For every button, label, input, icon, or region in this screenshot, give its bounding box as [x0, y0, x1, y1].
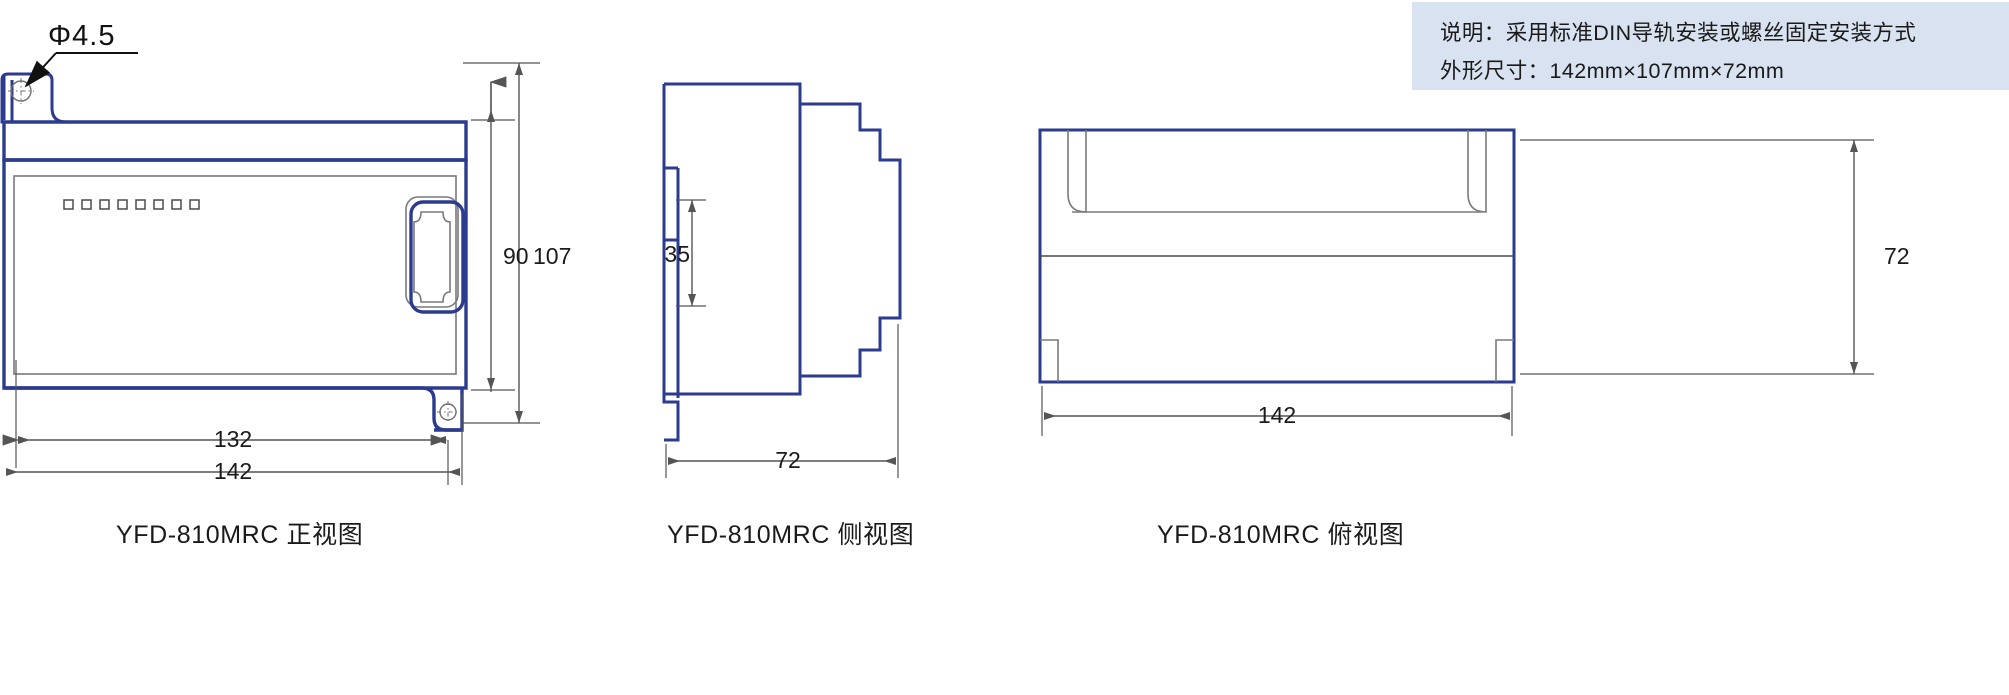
connector-keyed-opening [413, 211, 451, 303]
front-view-group [0, 52, 540, 485]
specification-note-box: 说明：采用标准DIN导轨安装或螺丝固定安装方式 外形尺寸：142mm×107mm… [1412, 2, 2009, 90]
front-main-body [2, 158, 468, 390]
led-indicator-row [63, 199, 200, 210]
front-upper-band [2, 120, 468, 162]
dimension-label-front-132: 132 [214, 426, 252, 452]
dimension-front-142 [6, 468, 460, 476]
side-terminal-profile [800, 102, 902, 378]
dimension-label-top-142: 142 [1258, 402, 1296, 428]
dimension-label-front-142: 142 [214, 458, 252, 484]
led-indicator [63, 199, 74, 210]
side-view-group [662, 82, 902, 478]
top-view-group [1038, 128, 1874, 436]
dimension-side-35 [676, 199, 706, 307]
side-rail-steps [664, 166, 678, 242]
hole-callout-leader [24, 52, 138, 88]
dimension-label-side-72: 72 [775, 447, 801, 473]
front-connector-port [405, 196, 465, 314]
led-indicator [117, 199, 128, 210]
side-body-left [664, 82, 802, 396]
dimension-label-front-90: 90 [503, 243, 529, 269]
dimension-front-132 [2, 434, 448, 446]
led-indicator [171, 199, 182, 210]
caption-top-view: YFD-810MRC 俯视图 [1157, 521, 1405, 549]
top-right-clip [1467, 130, 1487, 213]
dimension-side-72 [668, 457, 896, 465]
top-body-outline [1038, 128, 1516, 384]
led-indicator [81, 199, 92, 210]
dimension-front-107 [463, 62, 540, 424]
top-left-clip [1067, 130, 1087, 213]
top-left-notch [1040, 339, 1059, 382]
led-indicator [99, 199, 110, 210]
front-top-mounting-tab [0, 72, 67, 124]
note-line-dimensions: 外形尺寸：142mm×107mm×72mm [1440, 59, 1785, 83]
dimension-label-side-35: 35 [664, 241, 690, 267]
side-left-foot [662, 84, 680, 442]
dimension-label-top-72: 72 [1884, 243, 1910, 269]
mounting-hole-top [8, 78, 34, 104]
top-right-notch [1495, 339, 1514, 382]
hole-diameter-callout: Φ4.5 [48, 20, 115, 52]
dimension-top-72 [1520, 139, 1874, 375]
dimension-front-90 [471, 76, 515, 392]
caption-front-view: YFD-810MRC 正视图 [116, 521, 364, 549]
caption-side-view: YFD-810MRC 侧视图 [667, 521, 915, 549]
front-bottom-mounting-tab [4, 386, 464, 432]
note-line-installation: 说明：采用标准DIN导轨安装或螺丝固定安装方式 [1440, 21, 1917, 45]
led-indicator [153, 199, 164, 210]
dimension-label-front-107: 107 [533, 243, 571, 269]
dimension-top-142 [1044, 412, 1510, 420]
mounting-hole-bottom [437, 401, 459, 423]
front-inner-panel [13, 175, 457, 375]
led-indicator [189, 199, 200, 210]
led-indicator [135, 199, 146, 210]
